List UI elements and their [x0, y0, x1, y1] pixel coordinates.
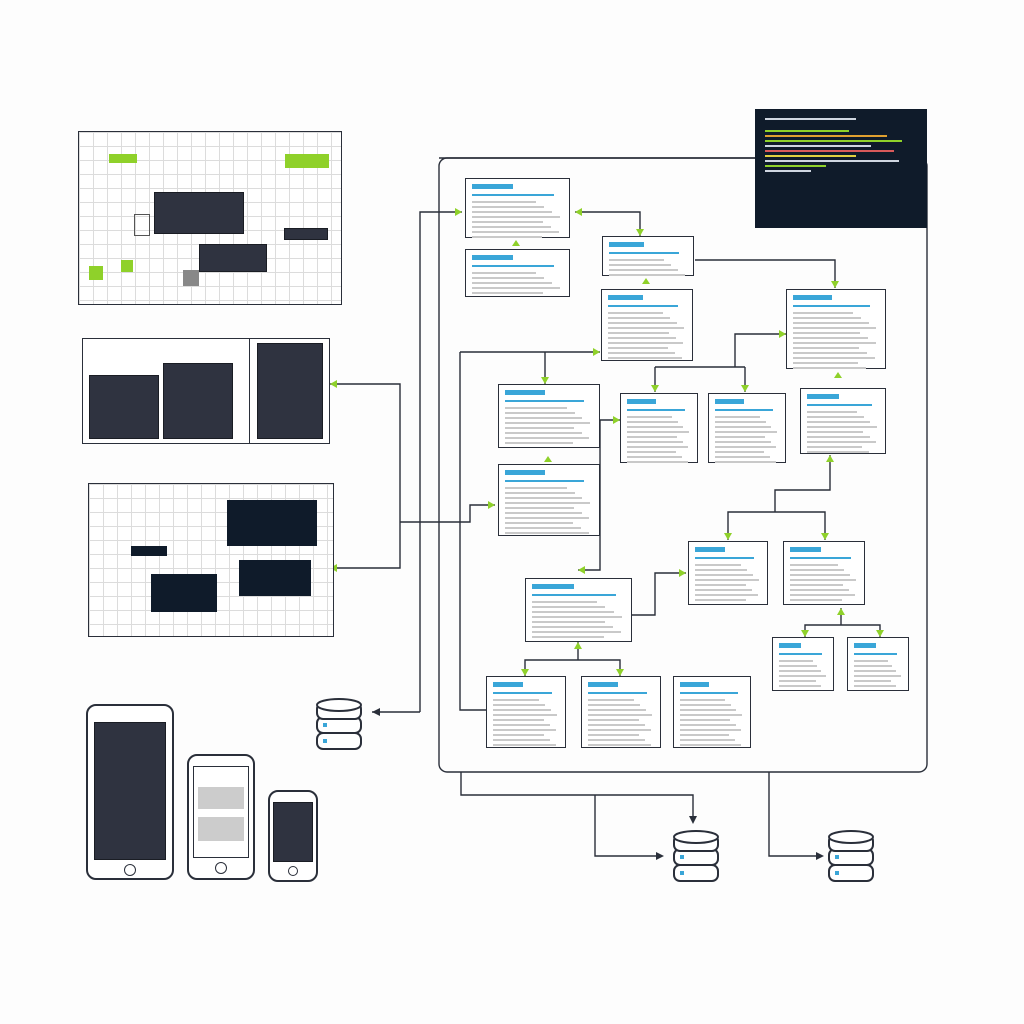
flowchart-card: [465, 178, 570, 238]
green-node: [121, 260, 133, 272]
flowchart-card: [772, 637, 834, 691]
database-icon: [672, 829, 722, 890]
flowchart-card: [602, 236, 694, 276]
flowchart-card: [581, 676, 661, 748]
flowchart-card: [620, 393, 698, 463]
code-editor-panel: [755, 109, 927, 228]
code-graph-panel: [88, 483, 334, 637]
code-node: [131, 546, 167, 556]
dark-node: [199, 244, 267, 272]
flowchart-card: [847, 637, 909, 691]
code-node: [151, 574, 217, 612]
screen-mockup: [89, 375, 159, 439]
flowchart-card: [601, 289, 693, 361]
flowchart-card: [525, 578, 632, 642]
flowchart-card: [498, 384, 600, 448]
editor-title: [765, 118, 857, 120]
home-button: [215, 862, 227, 874]
small-phone-device: [268, 790, 318, 882]
flowchart-card: [688, 541, 768, 605]
flowchart-card: [786, 289, 886, 369]
block-node: [134, 214, 150, 236]
screen-mockup: [257, 343, 323, 439]
flowchart-card: [673, 676, 751, 748]
home-button: [124, 864, 136, 876]
green-node: [109, 154, 137, 163]
database-icon: [315, 697, 365, 758]
code-node: [227, 500, 317, 546]
flowchart-card: [465, 249, 570, 297]
green-node: [89, 266, 103, 280]
screen-flow-panel: [82, 338, 330, 444]
tablet-device: [86, 704, 174, 880]
dark-node: [154, 192, 244, 234]
flowchart-card: [800, 388, 886, 454]
code-node: [239, 560, 311, 596]
block-node: [183, 270, 199, 286]
dark-node: [284, 228, 328, 240]
database-icon: [827, 829, 877, 890]
phone-device: [187, 754, 255, 880]
screen-divider: [249, 339, 329, 443]
flowchart-card: [783, 541, 865, 605]
screen-mockup: [163, 363, 233, 439]
flowchart-card: [486, 676, 566, 748]
green-node: [285, 154, 329, 168]
flowchart-card: [498, 464, 600, 536]
home-button: [288, 866, 298, 876]
node-editor-panel: [78, 131, 342, 305]
flowchart-card: [708, 393, 786, 463]
